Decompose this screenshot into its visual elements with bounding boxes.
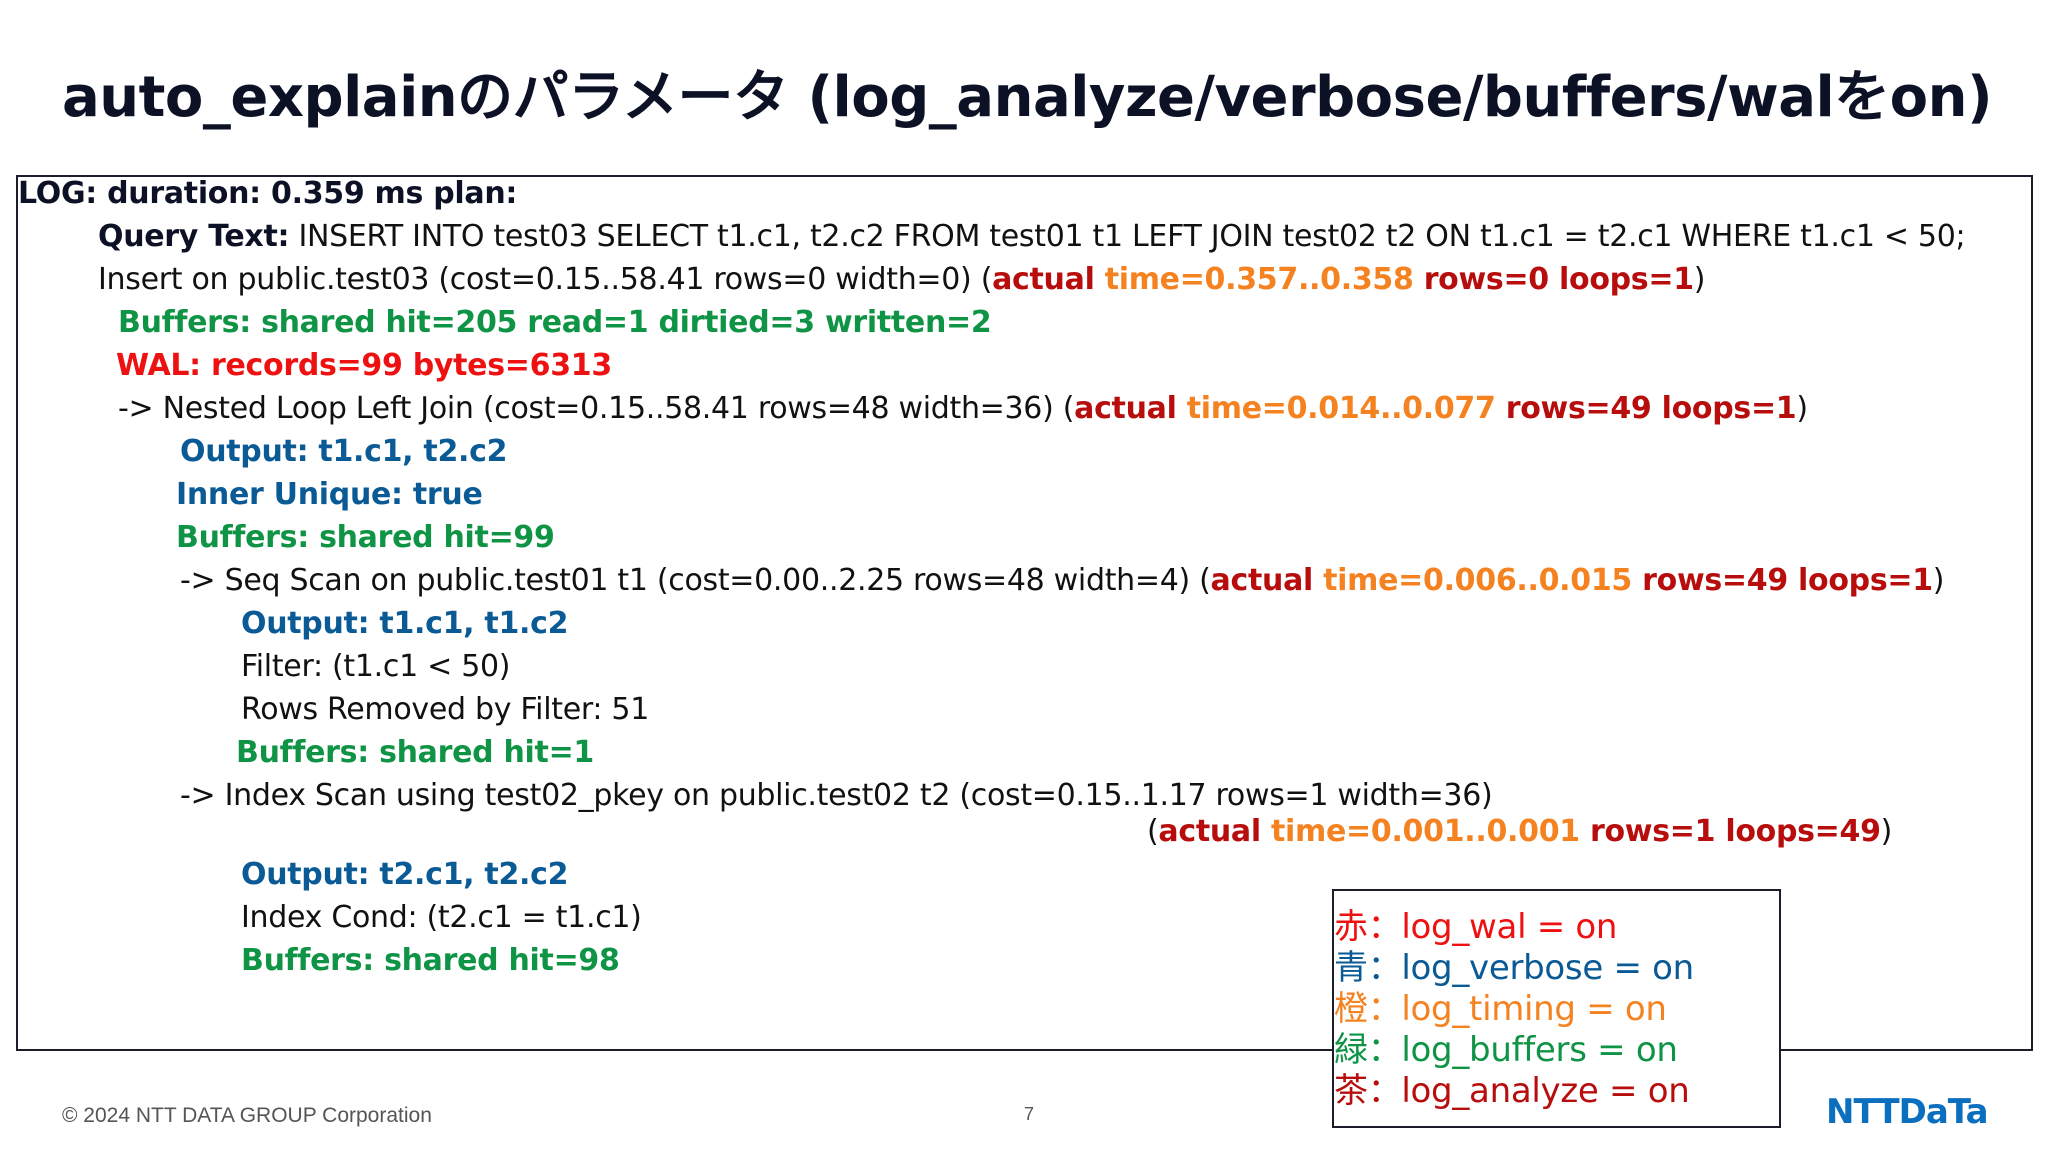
page-number: 7 — [1024, 1104, 1035, 1124]
insert-wal-line: WAL: records=99 bytes=6313 — [116, 348, 612, 383]
nested-loop-actual-time: time=0.014..0.077 — [1176, 391, 1496, 426]
legend-text: ：log_verbose = on — [1367, 948, 1695, 988]
seq-scan-rows-loops: rows=49 loops=1 — [1632, 563, 1933, 598]
index-scan-actual-label: actual — [1158, 814, 1261, 849]
index-scan-actual-time: time=0.001..0.001 — [1260, 814, 1580, 849]
seq-scan-node-text: -> Seq Scan on public.test01 t1 (cost=0.… — [180, 563, 1211, 598]
legend-color-name: 赤 — [1334, 907, 1368, 947]
nested-loop-inner-unique-line: Inner Unique: true — [176, 477, 483, 512]
legend-color-name: 緑 — [1334, 1030, 1368, 1070]
nested-loop-node-text: -> Nested Loop Left Join (cost=0.15..58.… — [118, 391, 1075, 426]
copyright-footer: © 2024 NTT DATA GROUP Corporation — [62, 1104, 432, 1127]
index-scan-index-cond-line: Index Cond: (t2.c1 = t1.c1) — [241, 900, 642, 935]
slide-title: auto_explainのパラメータ (log_analyze/verbose/… — [62, 65, 1993, 130]
legend-item-timing: 橙：log_timing = on — [1334, 981, 1667, 1030]
seq-scan-actual-label: actual — [1210, 563, 1314, 598]
seq-scan-rows-removed-line: Rows Removed by Filter: 51 — [241, 692, 649, 727]
index-scan-buffers-line: Buffers: shared hit=98 — [241, 943, 620, 978]
index-scan-output-line: Output: t2.c1, t2.c2 — [241, 857, 569, 892]
query-text-value: INSERT INTO test03 SELECT t1.c1, t2.c2 F… — [289, 219, 1966, 254]
nested-loop-close-paren: ) — [1796, 391, 1808, 426]
insert-node-line: Insert on public.test03 (cost=0.15..58.4… — [98, 262, 1705, 297]
index-scan-node-line: -> Index Scan using test02_pkey on publi… — [180, 778, 1493, 813]
index-scan-actual-line: (actual time=0.001..0.001 rows=1 loops=4… — [1147, 814, 1892, 849]
seq-scan-buffers-line: Buffers: shared hit=1 — [236, 735, 594, 770]
nested-loop-output-line: Output: t1.c1, t2.c2 — [180, 434, 508, 469]
legend-item-wal: 赤：log_wal = on — [1334, 899, 1617, 948]
legend-color-name: 橙 — [1334, 989, 1368, 1029]
nested-loop-node-line: -> Nested Loop Left Join (cost=0.15..58.… — [118, 391, 1808, 426]
index-scan-close-paren: ) — [1880, 814, 1893, 849]
seq-scan-node-line: -> Seq Scan on public.test01 t1 (cost=0.… — [180, 563, 1945, 598]
nested-loop-actual-label: actual — [1074, 391, 1177, 426]
nested-loop-rows-loops: rows=49 loops=1 — [1495, 391, 1797, 426]
index-scan-rows-loops: rows=1 loops=49 — [1579, 814, 1881, 849]
insert-actual-label: actual — [992, 262, 1095, 297]
query-text-label: Query Text: — [98, 219, 290, 254]
legend-color-name: 青 — [1334, 948, 1368, 988]
insert-actual-time: time=0.357..0.358 — [1094, 262, 1414, 297]
legend-item-analyze: 茶：log_analyze = on — [1334, 1063, 1690, 1112]
insert-buffers-line: Buffers: shared hit=205 read=1 dirtied=3… — [118, 305, 992, 340]
nested-loop-buffers-line: Buffers: shared hit=99 — [176, 520, 555, 555]
color-legend-box: 赤：log_wal = on 青：log_verbose = on 橙：log_… — [1332, 889, 1781, 1128]
query-text-line: Query Text: INSERT INTO test03 SELECT t1… — [98, 219, 1966, 254]
legend-text: ：log_analyze = on — [1367, 1071, 1690, 1111]
ntt-data-logo: NTTDaTa — [1826, 1092, 1989, 1132]
explain-plan-box — [16, 175, 2033, 1051]
legend-text: ：log_buffers = on — [1367, 1030, 1678, 1070]
insert-close-paren: ) — [1693, 262, 1706, 297]
insert-node-text: Insert on public.test03 (cost=0.15..58.4… — [98, 262, 993, 297]
seq-scan-filter-line: Filter: (t1.c1 < 50) — [241, 649, 511, 684]
legend-color-name: 茶 — [1334, 1071, 1368, 1111]
legend-item-verbose: 青：log_verbose = on — [1334, 940, 1694, 989]
seq-scan-close-paren: ) — [1932, 563, 1945, 598]
seq-scan-output-line: Output: t1.c1, t1.c2 — [241, 606, 569, 641]
seq-scan-actual-time: time=0.006..0.015 — [1313, 563, 1632, 598]
legend-text: ：log_timing = on — [1367, 989, 1667, 1029]
legend-item-buffers: 緑：log_buffers = on — [1334, 1022, 1678, 1071]
legend-text: ：log_wal = on — [1367, 907, 1618, 947]
log-duration-line: LOG: duration: 0.359 ms plan: — [18, 176, 518, 211]
index-scan-open-paren: ( — [1147, 814, 1159, 849]
insert-rows-loops: rows=0 loops=1 — [1413, 262, 1694, 297]
